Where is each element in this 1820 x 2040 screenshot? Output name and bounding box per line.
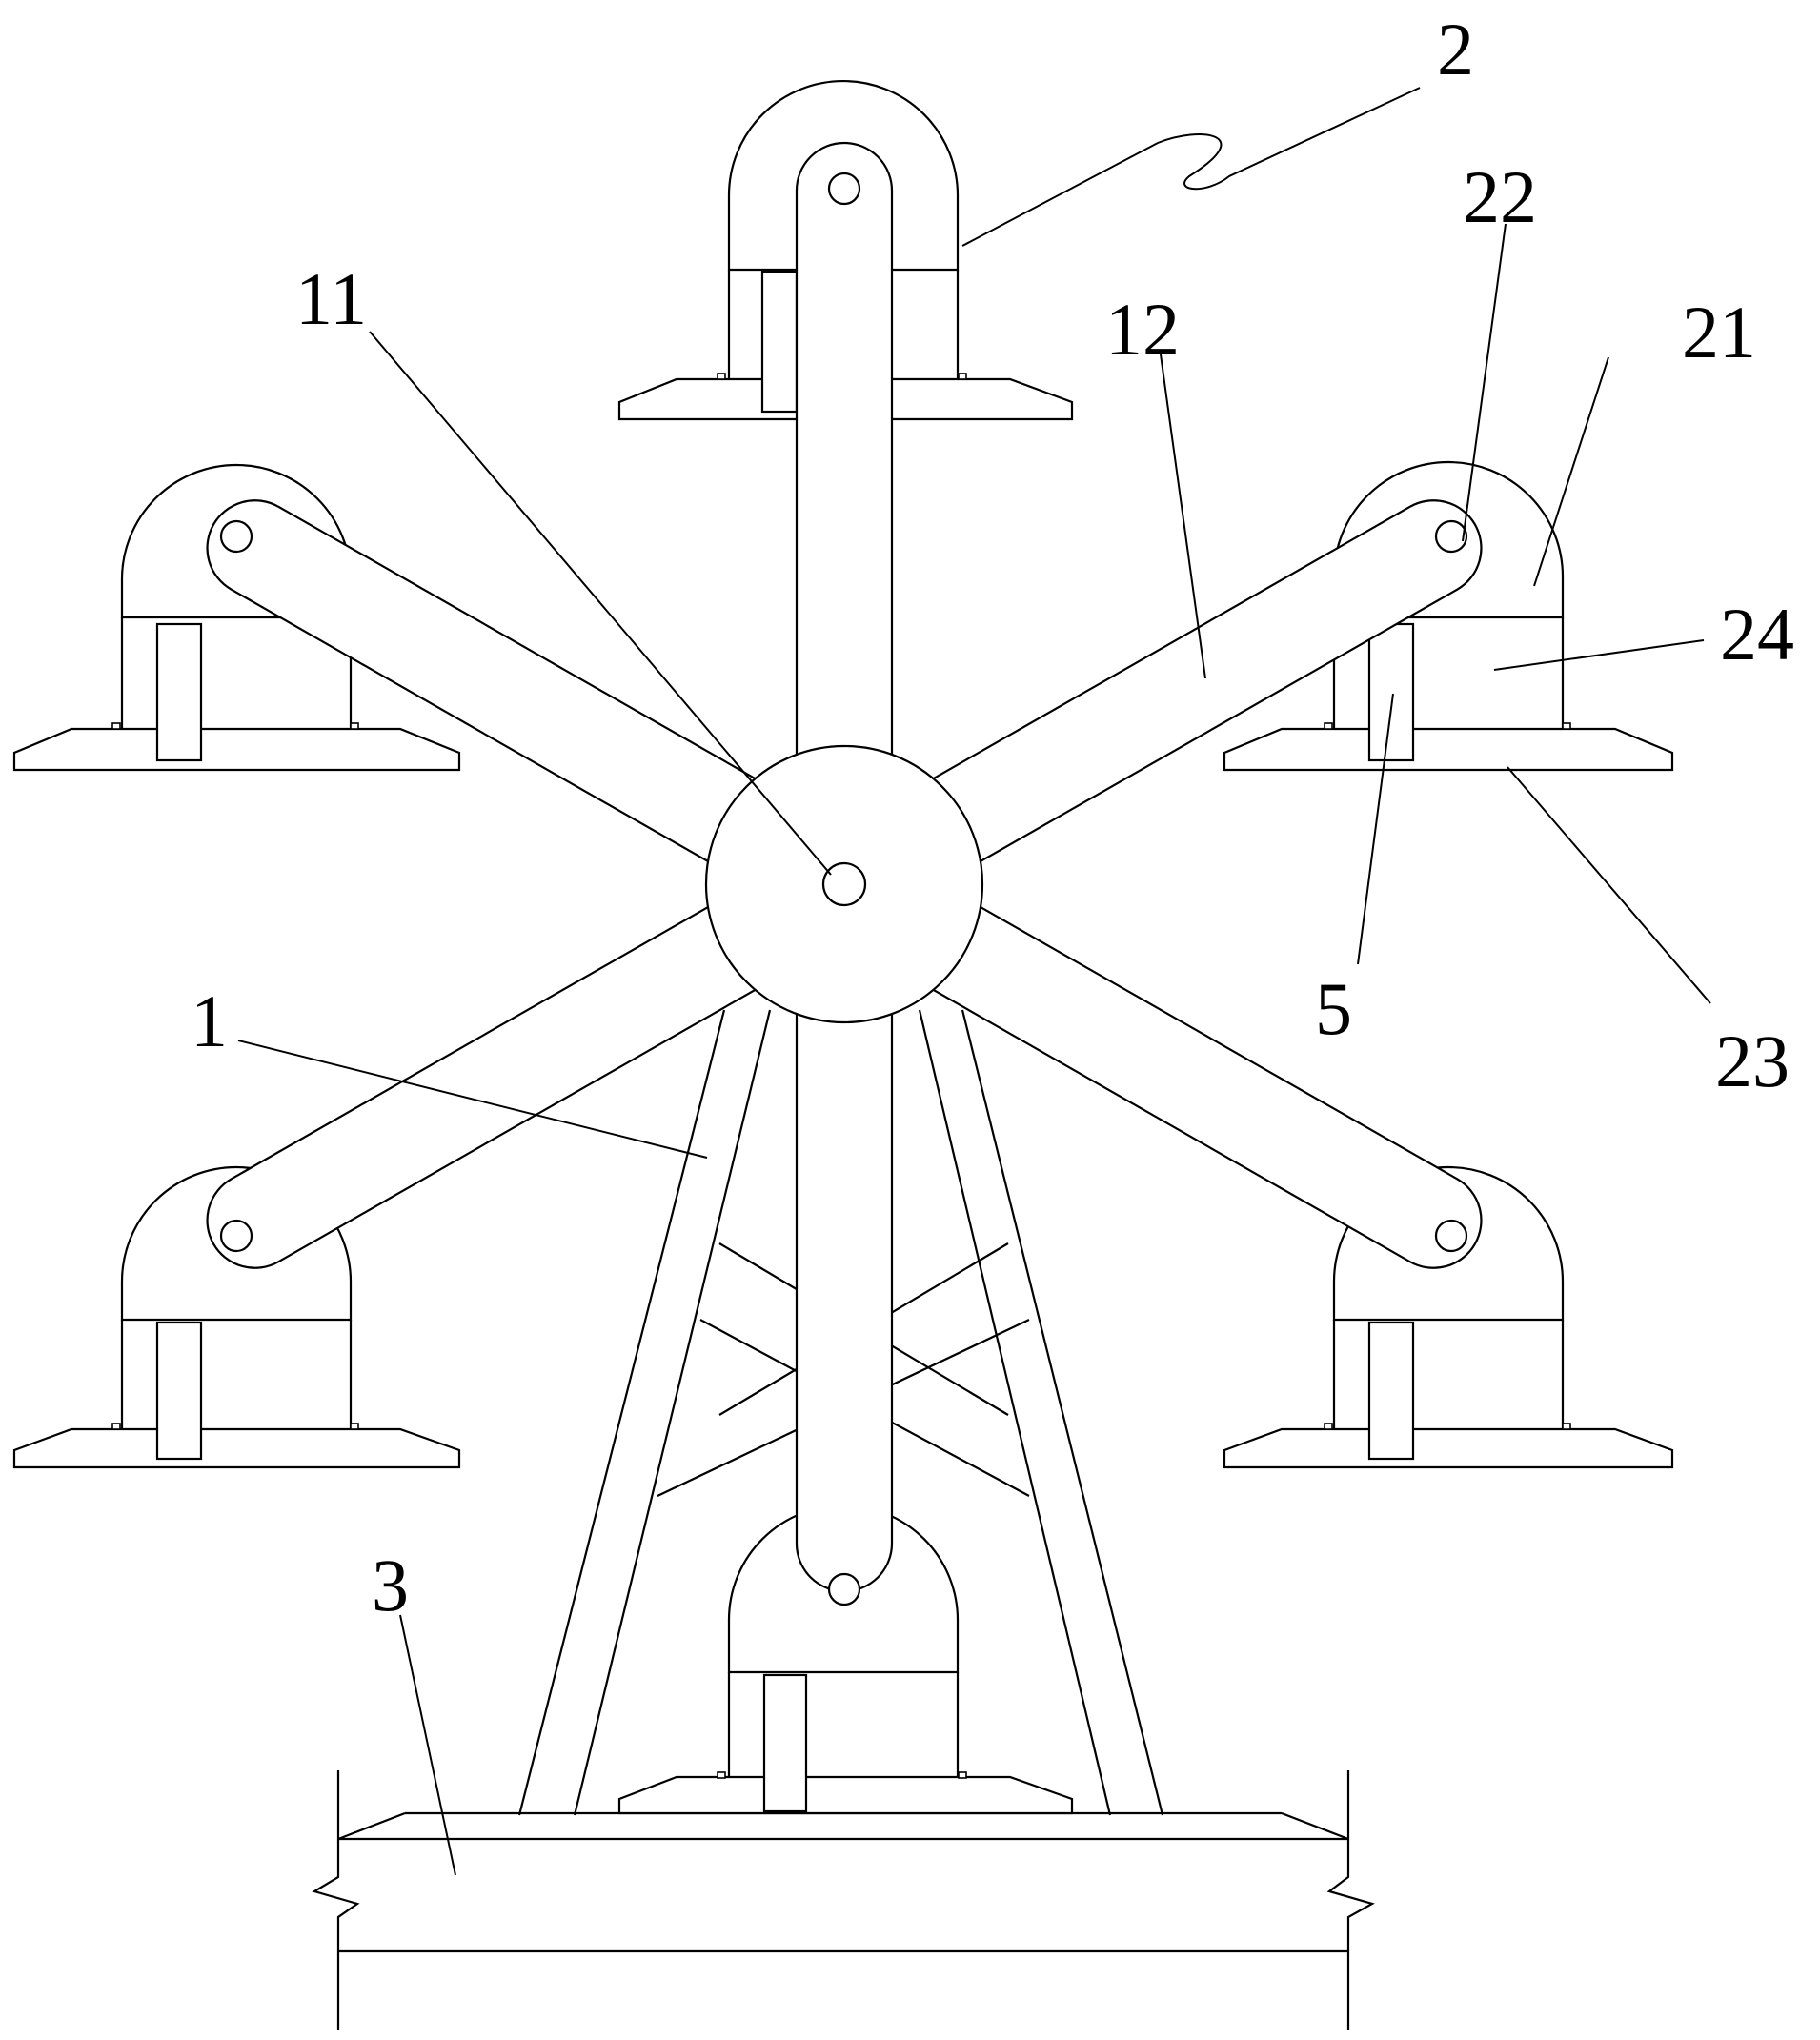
label-frame: 1 [191, 980, 228, 1062]
label-base: 3 [372, 1544, 409, 1626]
label-cabin-body: 24 [1720, 593, 1794, 676]
cabin-door [762, 1673, 808, 1813]
leader-lines [237, 87, 1711, 1876]
label-shaft-hole: 11 [295, 257, 367, 340]
shaft-hole [821, 861, 867, 907]
cabin-door [155, 622, 203, 762]
label-cabin-roof: 21 [1682, 291, 1756, 374]
label-door: 5 [1315, 967, 1352, 1050]
cabin-door [760, 270, 799, 414]
cabin-door [1367, 1321, 1415, 1461]
reference-labels: 2 22 11 12 21 24 5 23 1 3 [191, 8, 1794, 1626]
cabin-door [1367, 622, 1415, 762]
label-spoke: 12 [1105, 288, 1180, 371]
label-cabin-floor: 23 [1715, 1020, 1790, 1102]
label-wheel: 2 [1437, 8, 1474, 91]
cabin-door [155, 1321, 203, 1461]
hub [704, 744, 984, 1024]
pivot-pins [219, 172, 1468, 1606]
label-pivot: 22 [1463, 155, 1537, 238]
